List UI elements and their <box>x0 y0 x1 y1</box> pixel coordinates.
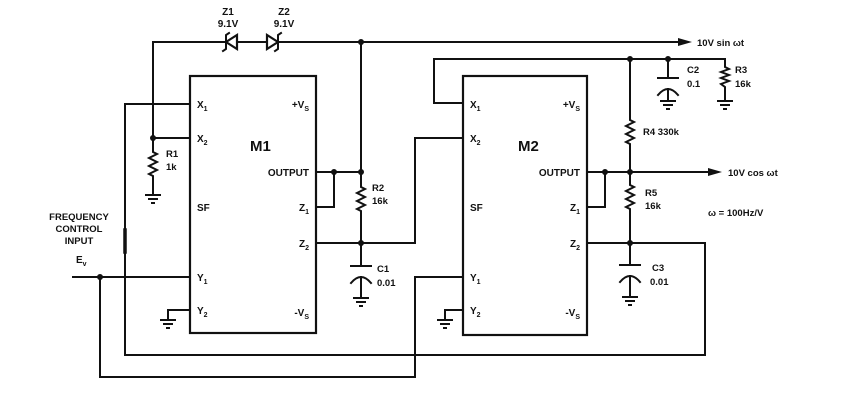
junction-dot <box>627 169 633 175</box>
m2-pin-x2: X2 <box>470 134 481 147</box>
ground-icon <box>621 296 639 306</box>
wire-m1-z2-to-m2-x2 <box>315 137 464 244</box>
m2-pin-y2: Y2 <box>470 306 481 319</box>
ground-icon <box>436 319 454 329</box>
z1-value-label: 9.1V <box>218 19 239 30</box>
input-symbol-label: Ev <box>76 255 87 268</box>
r5-ref-label: R5 <box>645 188 658 199</box>
r3-value-label: 16k <box>735 79 752 90</box>
wire-m2-z1-loop <box>586 171 606 208</box>
m2-pin-vs-neg: -VS <box>565 308 580 321</box>
input-label-line-3: INPUT <box>65 236 94 247</box>
ground-icon <box>659 100 677 110</box>
r3-ref-label: R3 <box>735 65 747 76</box>
r2-value-label: 16k <box>372 196 389 207</box>
input-label-line-2: CONTROL <box>56 224 103 235</box>
frequency-scale-note: ω = 100Hz/V <box>708 208 764 219</box>
ground-icon <box>352 297 370 307</box>
capacitor-c3 <box>618 264 642 298</box>
r1-value-label: 1k <box>166 162 177 173</box>
wire-input-to-m2-y1 <box>99 276 464 378</box>
r1-ref-label: R1 <box>166 149 179 160</box>
zener-diode-z2 <box>265 31 283 53</box>
resistor-r3 <box>718 64 732 91</box>
output-sin-label: 10V sin ωt <box>697 38 745 49</box>
multiplier-m2 <box>461 74 589 337</box>
m1-pin-z2: Z2 <box>299 239 309 252</box>
junction-dot <box>150 135 156 141</box>
m2-pin-output: OUTPUT <box>539 168 580 179</box>
r5-value-label: 16k <box>645 201 662 212</box>
m2-pin-z1: Z1 <box>570 203 580 216</box>
m1-pin-vs-neg: -VS <box>294 308 309 321</box>
m1-pin-output: OUTPUT <box>268 168 309 179</box>
capacitor-c1 <box>349 265 373 299</box>
c1-ref-label: C1 <box>377 264 390 275</box>
junction-dot <box>627 240 633 246</box>
wire-m2-y2-ground <box>444 309 464 321</box>
c2-value-label: 0.1 <box>687 79 701 90</box>
wire-m2-x1-feedback <box>433 58 726 104</box>
ground-icon <box>144 194 162 204</box>
m1-pin-y1: Y1 <box>197 273 208 286</box>
junction-dot <box>602 169 608 175</box>
capacitor-c2 <box>656 58 680 102</box>
resistor-r4 <box>623 117 637 146</box>
m1-pin-z1: Z1 <box>299 203 309 216</box>
output-arrow-sin <box>678 38 692 46</box>
z2-value-label: 9.1V <box>274 19 295 30</box>
wire-m1-z1-loop <box>315 171 335 208</box>
m2-pin-z2: Z2 <box>570 239 580 252</box>
m2-pin-x1: X1 <box>470 100 481 113</box>
resistor-r2 <box>354 184 368 214</box>
m1-pin-vs-pos: +VS <box>292 100 310 113</box>
m1-pin-x1: X1 <box>197 100 208 113</box>
r2-ref-label: R2 <box>372 183 384 194</box>
ground-icon <box>159 319 177 329</box>
m2-pin-sf: SF <box>470 203 483 214</box>
z1-ref-label: Z1 <box>222 7 234 18</box>
m2-label: M2 <box>518 138 539 155</box>
multiplier-m1 <box>188 74 318 335</box>
r4-label: R4 330k <box>643 127 680 138</box>
output-cos-label: 10V cos ωt <box>728 168 779 179</box>
m2-pin-vs-pos: +VS <box>563 100 581 113</box>
c2-ref-label: C2 <box>687 65 699 76</box>
z2-ref-label: Z2 <box>278 7 290 18</box>
m1-pin-x2: X2 <box>197 134 208 147</box>
resistor-r5 <box>623 182 637 211</box>
zener-diode-z1 <box>221 31 239 53</box>
input-label-line-1: FREQUENCY <box>49 212 109 223</box>
wire-m1-y2-ground <box>167 309 191 321</box>
resistor-r1 <box>146 149 160 179</box>
m2-pin-y1: Y1 <box>470 273 481 286</box>
junction-dot <box>331 169 337 175</box>
c3-ref-label: C3 <box>652 263 664 274</box>
output-arrow-cos <box>708 168 722 176</box>
ground-icon <box>716 100 734 110</box>
m1-pin-y2: Y2 <box>197 306 208 319</box>
c1-value-label: 0.01 <box>377 278 396 289</box>
m1-label: M1 <box>250 138 271 155</box>
m1-pin-sf: SF <box>197 203 210 214</box>
c3-value-label: 0.01 <box>650 277 669 288</box>
